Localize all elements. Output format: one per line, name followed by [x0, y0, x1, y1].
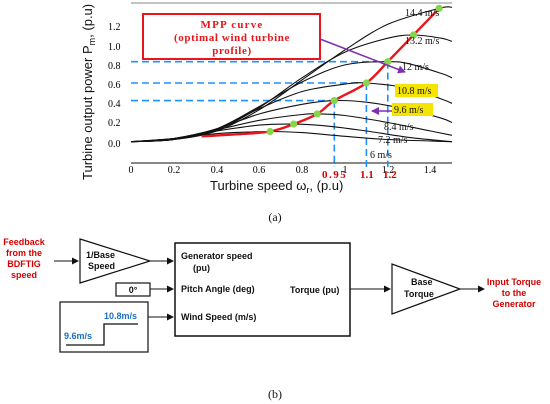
wind-label-14-4: 14.4 m/s: [405, 8, 440, 19]
panel-a-chart: 0.0 0.2 0.4 0.6 0.8 1.0 1.2 0 0.2 0.4 0.…: [80, 2, 453, 195]
gain-block-line2: Speed: [88, 261, 115, 271]
y-tick-label: 0.0: [108, 139, 121, 150]
wind-highlight-10-8: [395, 84, 438, 97]
x-tick-label: 0: [129, 165, 134, 176]
feedback-label-line4: speed: [11, 270, 37, 280]
y-axis-title: Turbine output power Pm, (p.u): [80, 4, 97, 180]
feedback-label-line1: Feedback: [3, 237, 46, 247]
mpp-point: [362, 79, 370, 87]
wind-label-7-2: 7.2 m/s: [378, 135, 408, 146]
gain-block-line1: 1/Base: [86, 250, 115, 260]
y-tick-label: 0.8: [108, 61, 121, 72]
mpp-label-line1: MPP curve: [200, 19, 263, 31]
mpp-label-line2: (optimal wind turbine: [174, 32, 290, 44]
wind-label-13-2: 13.2 m/s: [405, 36, 440, 47]
x-axis-title: Turbine speed ωr, (p.u): [210, 178, 343, 195]
y-tick-label: 1.2: [108, 22, 121, 33]
panel-b-block-diagram: Feedback from the BDFTIG speed 1/Base Sp…: [3, 237, 541, 353]
speed-mark-1-2: 1.2: [383, 169, 397, 181]
turbine-input-generator-speed-unit: (pu): [193, 263, 210, 273]
base-torque-block: [391, 263, 462, 315]
base-torque-line1: Base: [411, 277, 433, 287]
x-tick-label: 0.4: [211, 165, 224, 176]
turbine-input-wind: Wind Speed (m/s): [181, 312, 256, 322]
y-tick-label: 0.4: [108, 99, 121, 110]
wind-turbine-block: [174, 242, 351, 337]
pitch-constant-value: 0°: [129, 285, 138, 295]
output-label-line2: to the: [502, 288, 527, 298]
gain-block: [79, 238, 153, 284]
mpp-pointer-arrow: [319, 38, 406, 74]
caption-a: (a): [268, 210, 281, 224]
mpp-curve: [201, 7, 441, 138]
mpp-point: [435, 4, 443, 12]
x-tick-labels: 0 0.2 0.4 0.6 0.8 1 1.2 1.4: [129, 165, 437, 176]
wind-label-9-6: 9.6 m/s: [394, 105, 424, 116]
feedback-label-line2: from the: [6, 248, 42, 258]
x-tick-label: 0.6: [253, 165, 266, 176]
output-label-line1: Input Torque: [487, 277, 541, 287]
mpp-point: [313, 110, 321, 118]
mpp-point: [290, 120, 298, 128]
guide-lines-layer: [131, 60, 389, 167]
wind-step-high: 10.8m/s: [104, 311, 137, 321]
y-tick-label: 0.2: [108, 118, 121, 129]
speed-mark-0-95: 0.95: [322, 169, 347, 181]
x-tick-label: 1: [343, 165, 348, 176]
wind-label-12: 12 m/s: [402, 62, 429, 73]
caption-b: (b): [268, 387, 282, 401]
turbine-input-pitch: Pitch Angle (deg): [181, 284, 255, 294]
mpp-point: [266, 127, 274, 136]
x-tick-label: 0.2: [168, 165, 181, 176]
mpp-point: [409, 31, 418, 39]
wind-step-signal: [66, 323, 138, 346]
output-label-line3: Generator: [492, 299, 536, 309]
turbine-input-generator-speed: Generator speed: [181, 251, 253, 261]
wind-curves-layer: [130, 6, 453, 143]
x-tick-label: 0.8: [296, 165, 309, 176]
mpp-point: [330, 97, 338, 105]
y-tick-label: 0.6: [108, 80, 121, 91]
y-tick-labels: 0.0 0.2 0.4 0.6 0.8 1.0 1.2: [108, 22, 121, 150]
wind-step-low: 9.6m/s: [64, 331, 92, 341]
wind-label-10-8: 10.8 m/s: [397, 86, 432, 97]
mpp-curve-layer: [201, 7, 441, 138]
mpp-point: [384, 58, 392, 66]
feedback-label-line3: BDFTIG: [7, 259, 41, 269]
x-tick-label: 1.2: [382, 165, 395, 176]
wind-label-8-4: 8.4 m/s: [384, 122, 414, 133]
wind-highlight-9-6: [392, 103, 433, 116]
turbine-output-torque: Torque (pu): [290, 285, 339, 295]
wind-label-6: 6 m/s: [370, 150, 392, 161]
speed-mark-1-1: 1.1: [360, 169, 374, 181]
x-tick-label: 1.4: [424, 165, 437, 176]
mpp-label-line3: profile): [212, 45, 251, 57]
y-tick-label: 1.0: [108, 42, 121, 53]
mpp-label-box: [142, 13, 321, 60]
mpp-points-layer: [266, 4, 443, 136]
base-torque-line2: Torque: [404, 289, 434, 299]
